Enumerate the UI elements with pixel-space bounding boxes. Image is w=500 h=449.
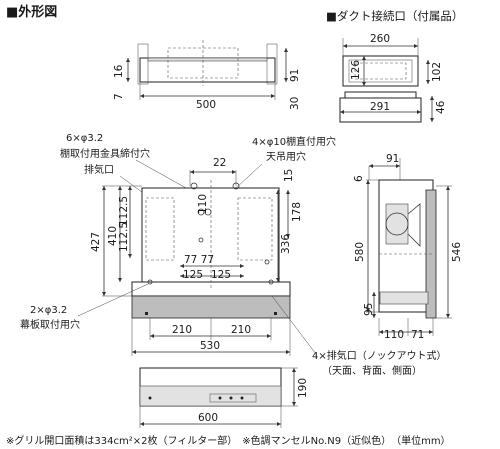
- dim-top-16: 16: [113, 64, 125, 78]
- dim-front-125a: 125: [183, 269, 203, 281]
- dim-front-427: 427: [90, 232, 102, 252]
- dim-duct-102: 102: [431, 62, 443, 82]
- dim-front-178: 178: [291, 202, 303, 222]
- label-panel-holes: 幕板取付用穴: [20, 318, 80, 331]
- label-ceiling-holes-spec: 4×φ10棚直付用穴: [252, 135, 336, 148]
- dim-bottom-190: 190: [297, 378, 309, 398]
- dim-side-580: 580: [354, 242, 366, 262]
- dim-front-410: 410: [107, 226, 119, 246]
- dim-front-125b: 125: [211, 269, 231, 281]
- dim-top-91: 91: [289, 69, 301, 82]
- footer-note: ※グリル開口面積は334cm²×2枚（フィルター部） ※色調マンセルNo.N9（…: [6, 434, 451, 447]
- label-knockout: 4×排気口（ノックアウト式）: [312, 349, 447, 362]
- dim-duct-291: 291: [370, 101, 390, 113]
- dim-duct-260: 260: [370, 33, 390, 45]
- dim-side-71: 71: [411, 329, 424, 341]
- dim-front-530: 530: [200, 340, 220, 352]
- dim-duct-46: 46: [435, 100, 447, 114]
- top-view: 500 16 7 91 30: [113, 40, 301, 111]
- dim-duct-126: 126: [350, 60, 362, 80]
- dim-front-7777: 77 77: [184, 254, 214, 266]
- outline-title: ■外形図: [6, 4, 57, 20]
- dim-side-6: 6: [353, 175, 365, 182]
- dim-side-91: 91: [386, 153, 399, 165]
- label-knockout-sides: （天面、背面、側面）: [322, 364, 422, 377]
- dim-front-110: 110: [197, 194, 209, 214]
- dim-top-7: 7: [113, 93, 125, 100]
- label-ceiling-hang: 天吊用穴: [266, 150, 306, 163]
- label-shelf-holes: 棚取付用金具締付穴: [60, 147, 150, 160]
- bottom-view: 600 190: [139, 367, 309, 428]
- dim-side-110: 110: [384, 329, 404, 341]
- dim-front-336: 336: [280, 234, 292, 254]
- label-shelf-holes-spec: 6×φ3.2: [66, 133, 103, 144]
- side-view: 91 6 580 546 95 110 71: [353, 153, 463, 341]
- dim-front-210a: 210: [172, 324, 192, 336]
- dim-top-width: 500: [196, 99, 216, 111]
- dim-front-1125b: 112.5: [118, 222, 130, 252]
- label-panel-holes-spec: 2×φ3.2: [30, 305, 67, 316]
- dim-front-22: 22: [213, 157, 226, 169]
- front-view: 22 110 15 427 410 112.5 112.5 178 336 77…: [90, 157, 303, 356]
- dim-side-546: 546: [451, 242, 463, 262]
- dim-front-1125a: 112.5: [118, 196, 130, 226]
- dim-top-30: 30: [289, 97, 301, 110]
- duct-connector: 260 126 102 46 291: [339, 33, 447, 123]
- dim-side-95: 95: [363, 303, 375, 316]
- label-exhaust: 排気口: [84, 163, 114, 176]
- dim-front-15: 15: [283, 169, 295, 182]
- duct-title: ■ダクト接続口（付属品）: [326, 9, 463, 23]
- dim-bottom-600: 600: [198, 412, 218, 424]
- dim-front-210b: 210: [231, 324, 251, 336]
